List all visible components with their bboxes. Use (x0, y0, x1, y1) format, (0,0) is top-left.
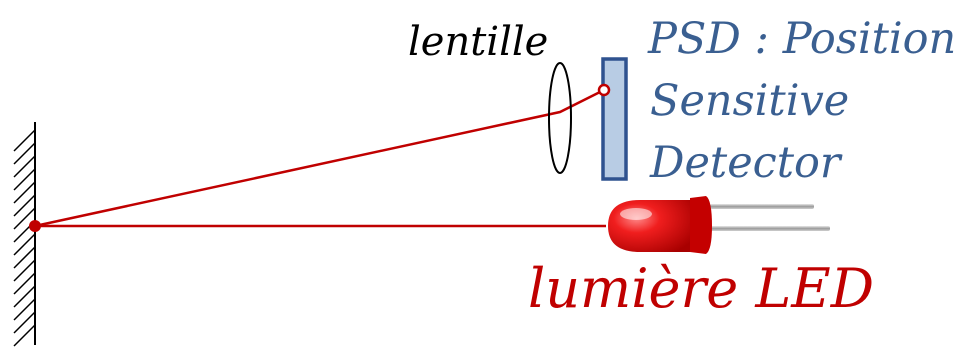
wall-icon (13, 122, 36, 347)
psd-label-line1: PSD : Position (648, 14, 956, 64)
reflection-point (29, 220, 41, 232)
led-icon (608, 196, 830, 254)
psd-label: PSD : Position Sensitive Detector (648, 8, 956, 194)
psd-label-line3: Detector (650, 138, 841, 188)
psd-spot (597, 83, 611, 97)
psd-detector-icon (601, 57, 628, 181)
lens-icon (548, 62, 572, 174)
reflected-beam (34, 88, 605, 228)
lens-label: lentille (408, 19, 549, 65)
led-label: lumière LED (528, 257, 874, 320)
psd-label-line2: Sensitive (650, 76, 850, 126)
